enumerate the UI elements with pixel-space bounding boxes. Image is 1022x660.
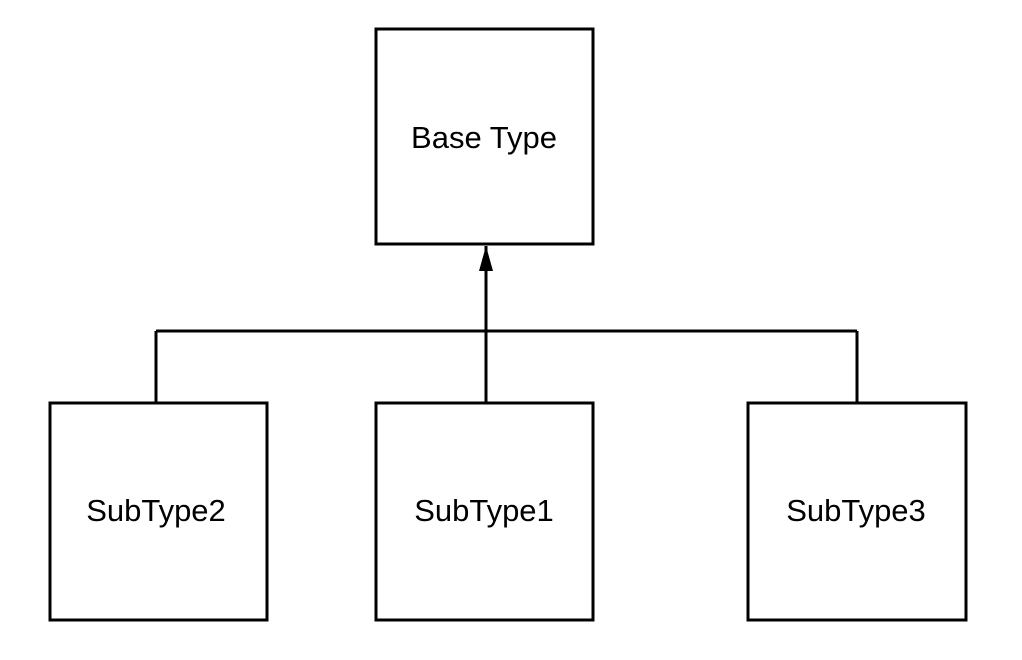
node-subtype3[interactable] [746,401,968,622]
node-subtype2-label: SubType2 [86,493,226,528]
generalization-arrowhead-icon [479,246,493,271]
node-subtype3-label: SubType3 [786,493,926,528]
node-base-type[interactable] [374,27,595,246]
node-subtype1-label: SubType1 [414,493,554,528]
node-subtype1[interactable] [374,401,595,622]
node-base-type-label: Base Type [411,120,557,155]
node-subtype2[interactable] [48,401,269,622]
